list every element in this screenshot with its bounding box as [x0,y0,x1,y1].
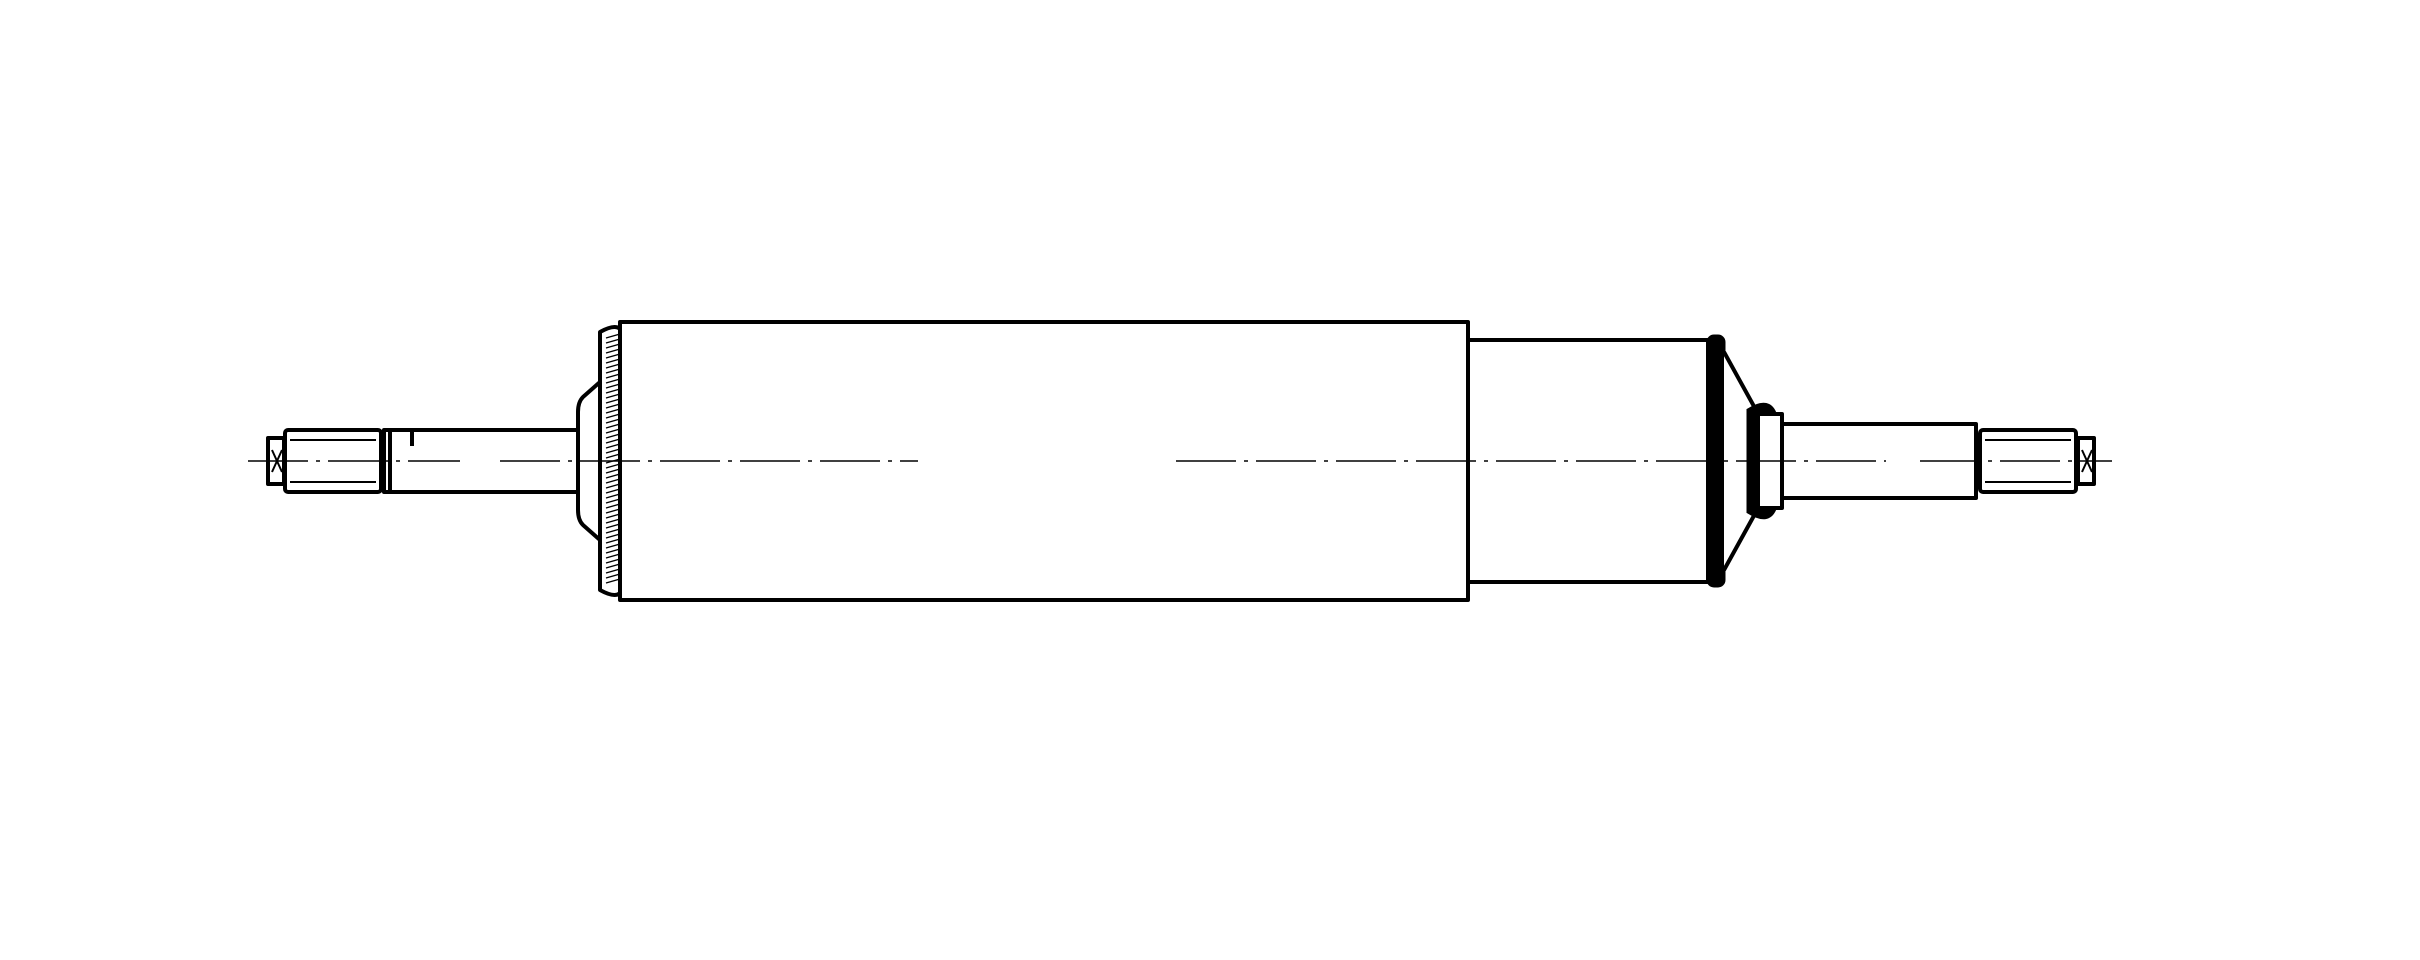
seam-hatch-line [605,553,621,559]
seam-hatch-line [605,363,621,369]
seam-hatch-line [605,523,621,529]
seam-hatch-line [605,578,621,584]
seam-hatch-line [605,368,621,374]
seam-hatch-line [605,528,621,534]
seam-hatch-line [605,353,621,359]
seam-hatch-line [605,473,621,479]
seam-hatch-line [605,388,621,394]
seam-hatch-line [605,433,621,439]
seam-hatch-line [605,343,621,349]
seam-hatch-line [605,518,621,524]
seam-hatch-line [605,443,621,449]
seam-hatch-line [605,538,621,544]
seam-hatch-line [605,488,621,494]
seam-hatch-line [605,478,621,484]
seam-hatch-line [605,333,621,339]
seam-hatch-line [605,573,621,579]
seam-hatch-line [605,428,621,434]
seam-hatch-line [605,503,621,509]
seam-hatch-line [605,453,621,459]
seam-hatch-line [605,483,621,489]
seam-hatch-line [605,393,621,399]
seam-hatch-line [605,418,621,424]
seam-hatch-line [605,568,621,574]
seam-hatch-line [605,543,621,549]
seam-hatch-line [605,563,621,569]
seam-hatch-line [605,438,621,444]
seam-hatch-line [605,463,621,469]
seam-hatch-line [605,383,621,389]
seam-hatch-line [605,358,621,364]
seam-hatch-line [605,373,621,379]
seam-hatch-line [605,508,621,514]
seam-hatch-line [605,498,621,504]
seam-hatch-line [605,493,621,499]
seam-hatch-line [605,408,621,414]
seam-hatch-line [605,558,621,564]
seam-hatch-line [605,533,621,539]
seam-hatch-line [605,468,621,474]
seam-hatch-line [605,413,621,419]
seam-hatch-line [605,423,621,429]
seam-hatch-line [605,348,621,354]
seam-hatch-line [605,448,621,454]
seam-hatch-line [605,398,621,404]
seam-hatch-line [605,513,621,519]
seam-hatch-line [605,403,621,409]
seam-hatch-line [605,548,621,554]
seam-hatch-line [605,378,621,384]
seam-hatch-line [605,338,621,344]
